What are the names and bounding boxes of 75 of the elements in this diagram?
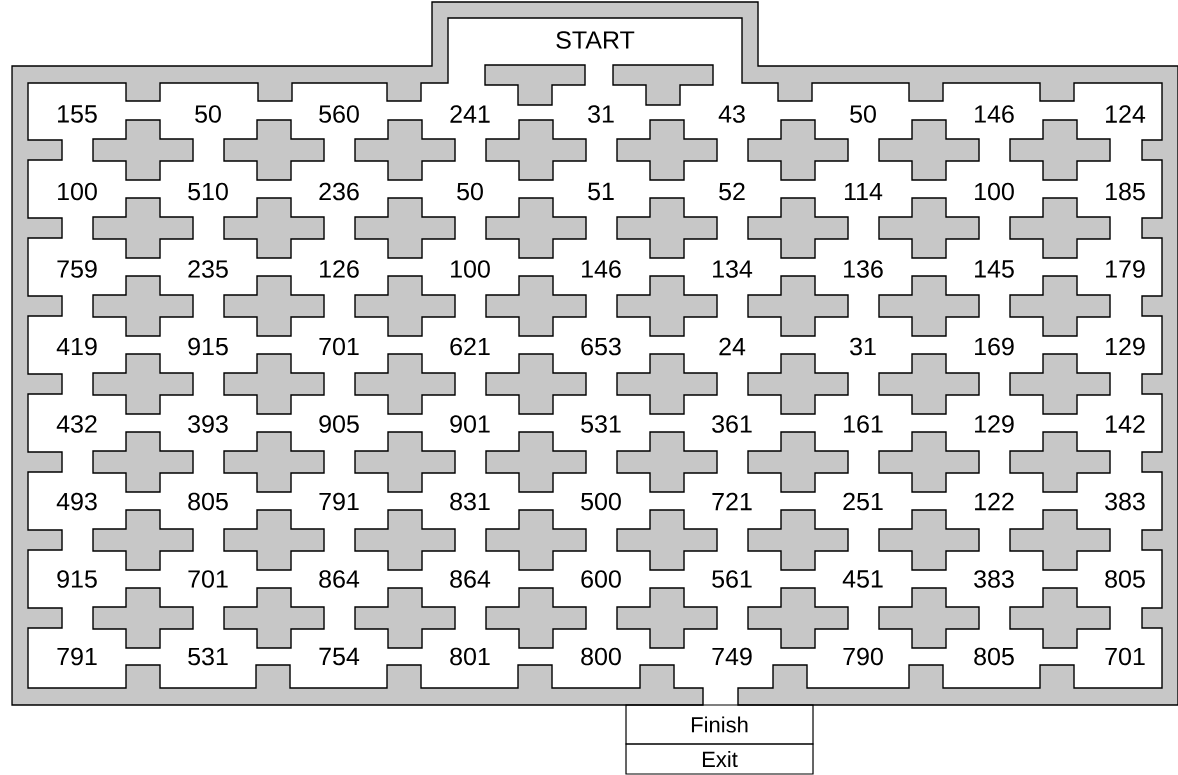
number-label: 754 — [319, 647, 360, 666]
number-label: 126 — [320, 260, 359, 278]
number-label: 146 — [975, 105, 1014, 123]
number-label: 31 — [588, 105, 614, 123]
number-label: 560 — [319, 105, 359, 123]
number-label: 791 — [57, 647, 97, 666]
number-label: 161 — [844, 415, 883, 433]
number-label: 100 — [451, 260, 490, 278]
number-label: 134 — [713, 260, 753, 278]
number-label: 915 — [188, 337, 228, 356]
number-label: 146 — [582, 260, 621, 278]
number-label: 801 — [450, 647, 490, 666]
number-label: 905 — [319, 415, 359, 433]
number-label: 561 — [712, 570, 752, 588]
number-label: 510 — [188, 182, 228, 201]
number-label: 114 — [845, 182, 883, 201]
exit-box: Exit — [625, 743, 814, 775]
number-label: 235 — [188, 260, 228, 278]
number-label: 361 — [712, 415, 752, 433]
number-label: 129 — [975, 415, 1014, 433]
number-label: 51 — [588, 182, 614, 201]
number-label: 52 — [719, 182, 745, 201]
number-label: 864 — [450, 570, 491, 588]
number-label: 915 — [57, 570, 97, 588]
number-label: 701 — [1105, 647, 1145, 666]
number-label: 600 — [581, 570, 621, 588]
number-label: 24 — [719, 337, 746, 356]
number-label: 122 — [975, 492, 1014, 511]
number-label: 251 — [843, 492, 883, 511]
number-label: 531 — [188, 647, 228, 666]
number-label: 31 — [850, 337, 876, 356]
number-label: 493 — [56, 492, 97, 511]
number-label: 653 — [581, 337, 621, 356]
number-label: 759 — [57, 260, 97, 278]
number-label: 621 — [450, 337, 490, 356]
number-label: 393 — [188, 415, 228, 433]
number-label: 169 — [975, 337, 1014, 356]
number-label: 383 — [1105, 492, 1145, 511]
number-label: 451 — [842, 570, 883, 588]
finish-box: Finish — [625, 704, 814, 745]
number-label: 805 — [188, 492, 228, 511]
number-label: 129 — [1106, 337, 1145, 356]
number-label: 432 — [56, 415, 97, 433]
number-label: 800 — [581, 647, 621, 666]
number-label: 531 — [581, 415, 621, 433]
number-label: 701 — [319, 337, 359, 356]
number-label: 50 — [850, 105, 876, 123]
number-label: 136 — [844, 260, 883, 278]
number-label: 864 — [319, 570, 360, 588]
number-label: 142 — [1106, 415, 1145, 433]
number-label: 145 — [975, 260, 1014, 278]
number-label: 901 — [450, 415, 490, 433]
number-label: 749 — [712, 647, 752, 666]
number-label: 100 — [975, 182, 1014, 201]
number-label: 236 — [319, 182, 359, 201]
number-label: 500 — [581, 492, 621, 511]
number-label: 790 — [843, 647, 883, 666]
number-label: 43 — [718, 105, 745, 123]
number-label: 100 — [58, 182, 97, 201]
number-label: 179 — [1106, 260, 1145, 278]
number-label: 124 — [1106, 105, 1146, 123]
number-label: 721 — [712, 492, 752, 511]
number-label: 155 — [58, 105, 97, 123]
number-label: 383 — [974, 570, 1014, 588]
number-label: 419 — [56, 337, 97, 356]
number-label: 241 — [450, 105, 490, 123]
number-label: 831 — [450, 492, 490, 511]
number-label: 701 — [188, 570, 228, 588]
number-label: 50 — [195, 105, 221, 123]
start-label: START — [556, 31, 635, 49]
number-label: 805 — [974, 647, 1014, 666]
number-label: 791 — [319, 492, 359, 511]
number-label: 185 — [1106, 182, 1145, 201]
number-label: 50 — [457, 182, 483, 201]
number-label: 805 — [1105, 570, 1145, 588]
